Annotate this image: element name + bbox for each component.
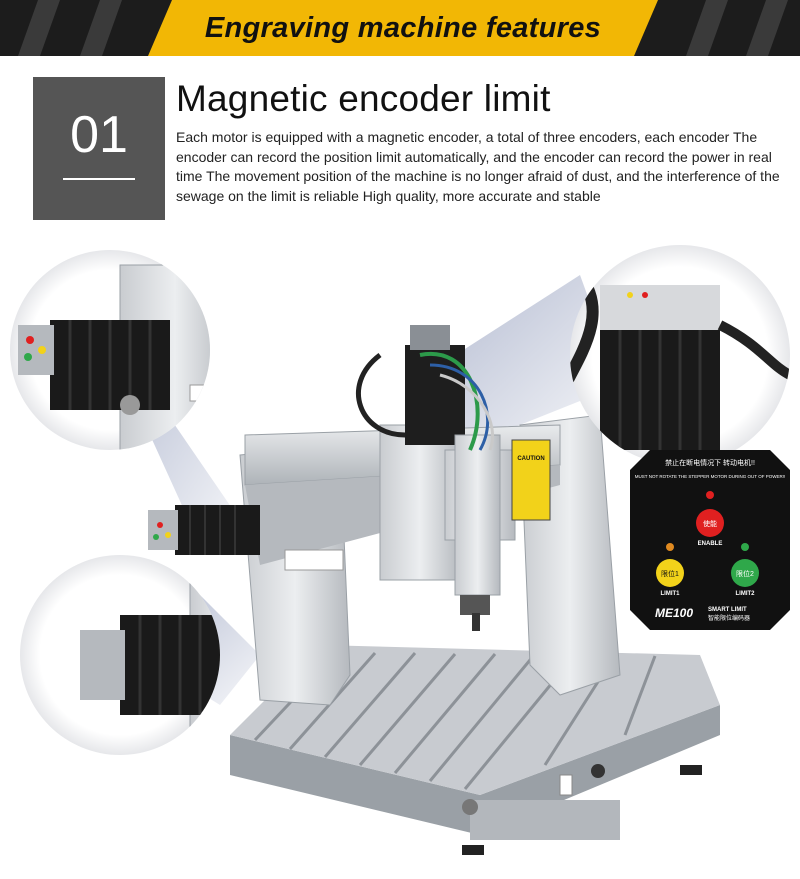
encoder-closeup-right (570, 245, 790, 465)
machine-illustration: CAUTION (10, 245, 790, 855)
feature-number: 01 (70, 106, 128, 164)
smart-limit-controller: 禁止在断电情况下 转动电机!! MUST NOT ROTATE THE STEP… (630, 450, 790, 630)
caution-label: CAUTION (517, 456, 544, 462)
banner-stripe (80, 0, 122, 56)
feature-description: Each motor is equipped with a magnetic e… (176, 129, 780, 204)
limit1-button (656, 559, 684, 587)
controller-model: ME100 (655, 606, 693, 620)
feature-number-box: 01 (33, 77, 165, 220)
controller-warning: MUST NOT ROTATE THE STEPPER MOTOR DURING… (635, 474, 785, 479)
limit2-led-icon (741, 543, 749, 551)
enable-cn-label: 使能 (703, 519, 717, 528)
limit2-button (731, 559, 759, 587)
enable-label: ENABLE (698, 541, 723, 547)
banner-stripe (18, 0, 60, 56)
limit1-cn-label: 限位1 (661, 569, 679, 578)
limit2-cn-label: 限位2 (736, 569, 754, 578)
banner-title: Engraving machine features (204, 12, 602, 44)
encoder-closeup-left (10, 250, 210, 450)
banner-yellow-strip (148, 0, 658, 56)
banner-stripe (686, 0, 728, 56)
z-axis-spindle: CAUTION (355, 325, 551, 631)
limit1-led-icon (666, 543, 674, 551)
controller-cn-header: 禁止在断电情况下 转动电机!! (665, 458, 755, 467)
controller-product-en: SMART LIMIT (708, 607, 747, 613)
y-axis-motor (148, 505, 260, 555)
limit1-label: LIMIT1 (661, 591, 681, 597)
enable-led-icon (706, 491, 714, 499)
enable-button (696, 509, 724, 537)
header-banner: Engraving machine features (0, 0, 800, 56)
banner-stripe (746, 0, 788, 56)
number-underline (63, 178, 135, 180)
feature-title: Magnetic encoder limit (176, 78, 551, 119)
limit2-label: LIMIT2 (736, 591, 756, 597)
controller-product-cn: 智能限位编码器 (708, 614, 750, 622)
